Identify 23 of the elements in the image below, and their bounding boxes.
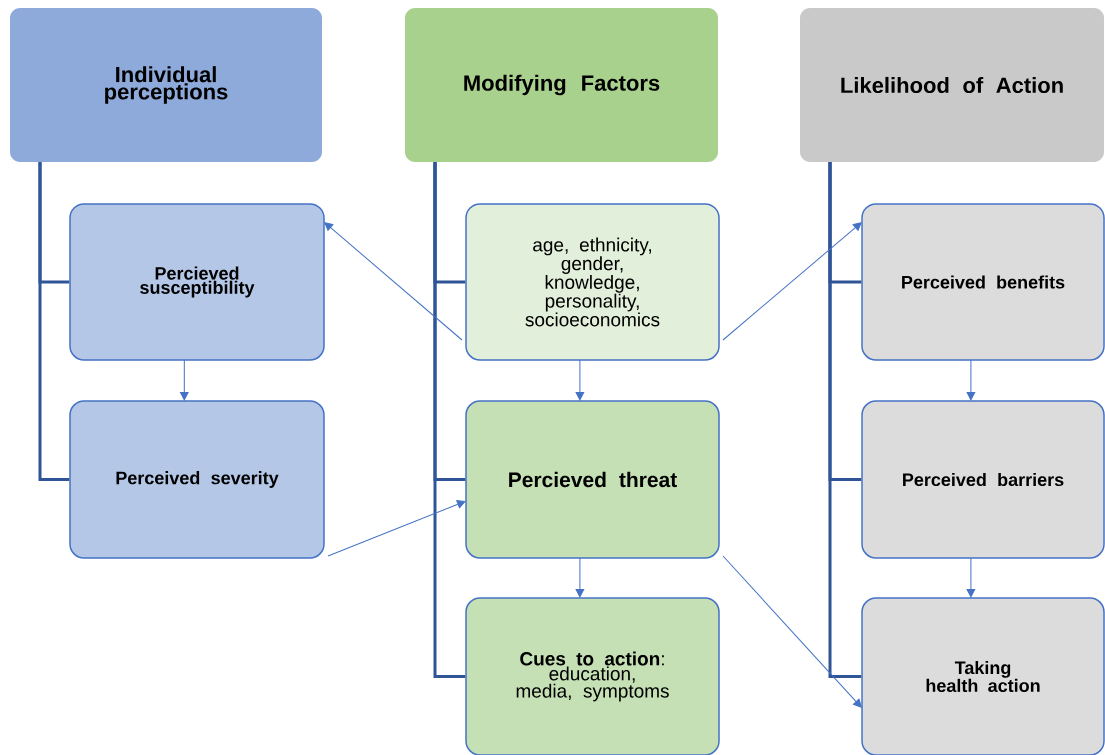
arrow: [324, 222, 463, 341]
bracket-line: [828, 162, 862, 678]
rounded-box: Taking health action: [861, 597, 1105, 755]
rounded-box: Perceived severity: [69, 400, 325, 559]
arrow: [575, 557, 585, 598]
arrow: [575, 359, 585, 401]
rounded-box: age, ethnicity, gender, knowledge, personality, socioeconomics: [465, 203, 720, 361]
rounded-box: Perceived barriers: [861, 400, 1105, 559]
arrow: [722, 222, 862, 341]
arrow: [966, 359, 976, 401]
bracket-line: [38, 162, 70, 481]
arrow: [722, 555, 862, 708]
arrow: [327, 500, 466, 557]
rounded-box: Cues to action: education, media, symptoms: [465, 597, 720, 755]
rounded-box: Percieved susceptibility: [69, 203, 325, 361]
rounded-box: Percieved threat: [465, 400, 720, 559]
column-header: Individual perceptions: [10, 8, 322, 162]
column-header: Likelihood of Action: [800, 8, 1104, 162]
rounded-box: Perceived benefits: [861, 203, 1105, 361]
arrow: [180, 359, 189, 401]
arrow: [966, 557, 976, 598]
column-header: Modifying Factors: [405, 8, 718, 162]
bracket-line: [433, 162, 466, 678]
